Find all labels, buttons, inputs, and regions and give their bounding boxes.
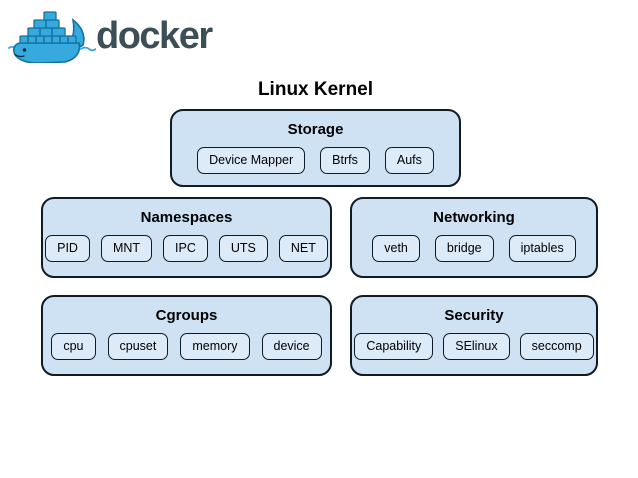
chip-row-namespaces: PID MNT IPC UTS NET [43, 235, 330, 262]
kernel-feature-chip: IPC [163, 235, 208, 262]
chip-row-storage: Device Mapper Btrfs Aufs [172, 147, 459, 174]
group-title-security: Security [444, 307, 504, 324]
group-title-cgroups: Cgroups [155, 307, 218, 324]
group-cgroups: Cgroups cpu cpuset memory device [41, 295, 332, 376]
kernel-feature-chip: device [261, 333, 322, 360]
docker-whale-icon [8, 11, 96, 63]
kernel-feature-chip: PID [45, 235, 90, 262]
kernel-feature-chip: veth [372, 235, 420, 262]
kernel-feature-chip: Btrfs [320, 147, 370, 174]
kernel-feature-chip: Device Mapper [197, 147, 306, 174]
chip-row-networking: veth bridge iptables [352, 235, 596, 262]
kernel-feature-chip: SElinux [443, 333, 510, 360]
kernel-feature-chip: Capability [354, 333, 434, 360]
kernel-feature-chip: seccomp [519, 333, 594, 360]
group-title-storage: Storage [287, 121, 344, 138]
group-title-networking: Networking [433, 209, 515, 226]
group-title-namespaces: Namespaces [140, 209, 233, 226]
kernel-feature-chip: bridge [434, 235, 494, 262]
kernel-feature-chip: UTS [218, 235, 268, 262]
chip-row-cgroups: cpu cpuset memory device [43, 333, 330, 360]
group-networking: Networking veth bridge iptables [350, 197, 598, 278]
chip-row-security: Capability SElinux seccomp [352, 333, 596, 360]
kernel-feature-chip: Aufs [384, 147, 434, 174]
docker-logo: docker [8, 6, 218, 64]
docker-wordmark: docker [96, 15, 213, 57]
kernel-feature-chip: cpu [51, 333, 96, 360]
kernel-feature-chip: MNT [100, 235, 153, 262]
kernel-feature-chip: NET [278, 235, 328, 262]
kernel-feature-chip: cpuset [107, 333, 169, 360]
group-security: Security Capability SElinux seccomp [350, 295, 598, 376]
kernel-feature-chip: memory [180, 333, 250, 360]
diagram-title: Linux Kernel [257, 79, 374, 100]
group-storage: Storage Device Mapper Btrfs Aufs [170, 109, 461, 187]
group-namespaces: Namespaces PID MNT IPC UTS NET [41, 197, 332, 278]
kernel-feature-chip: iptables [508, 235, 576, 262]
